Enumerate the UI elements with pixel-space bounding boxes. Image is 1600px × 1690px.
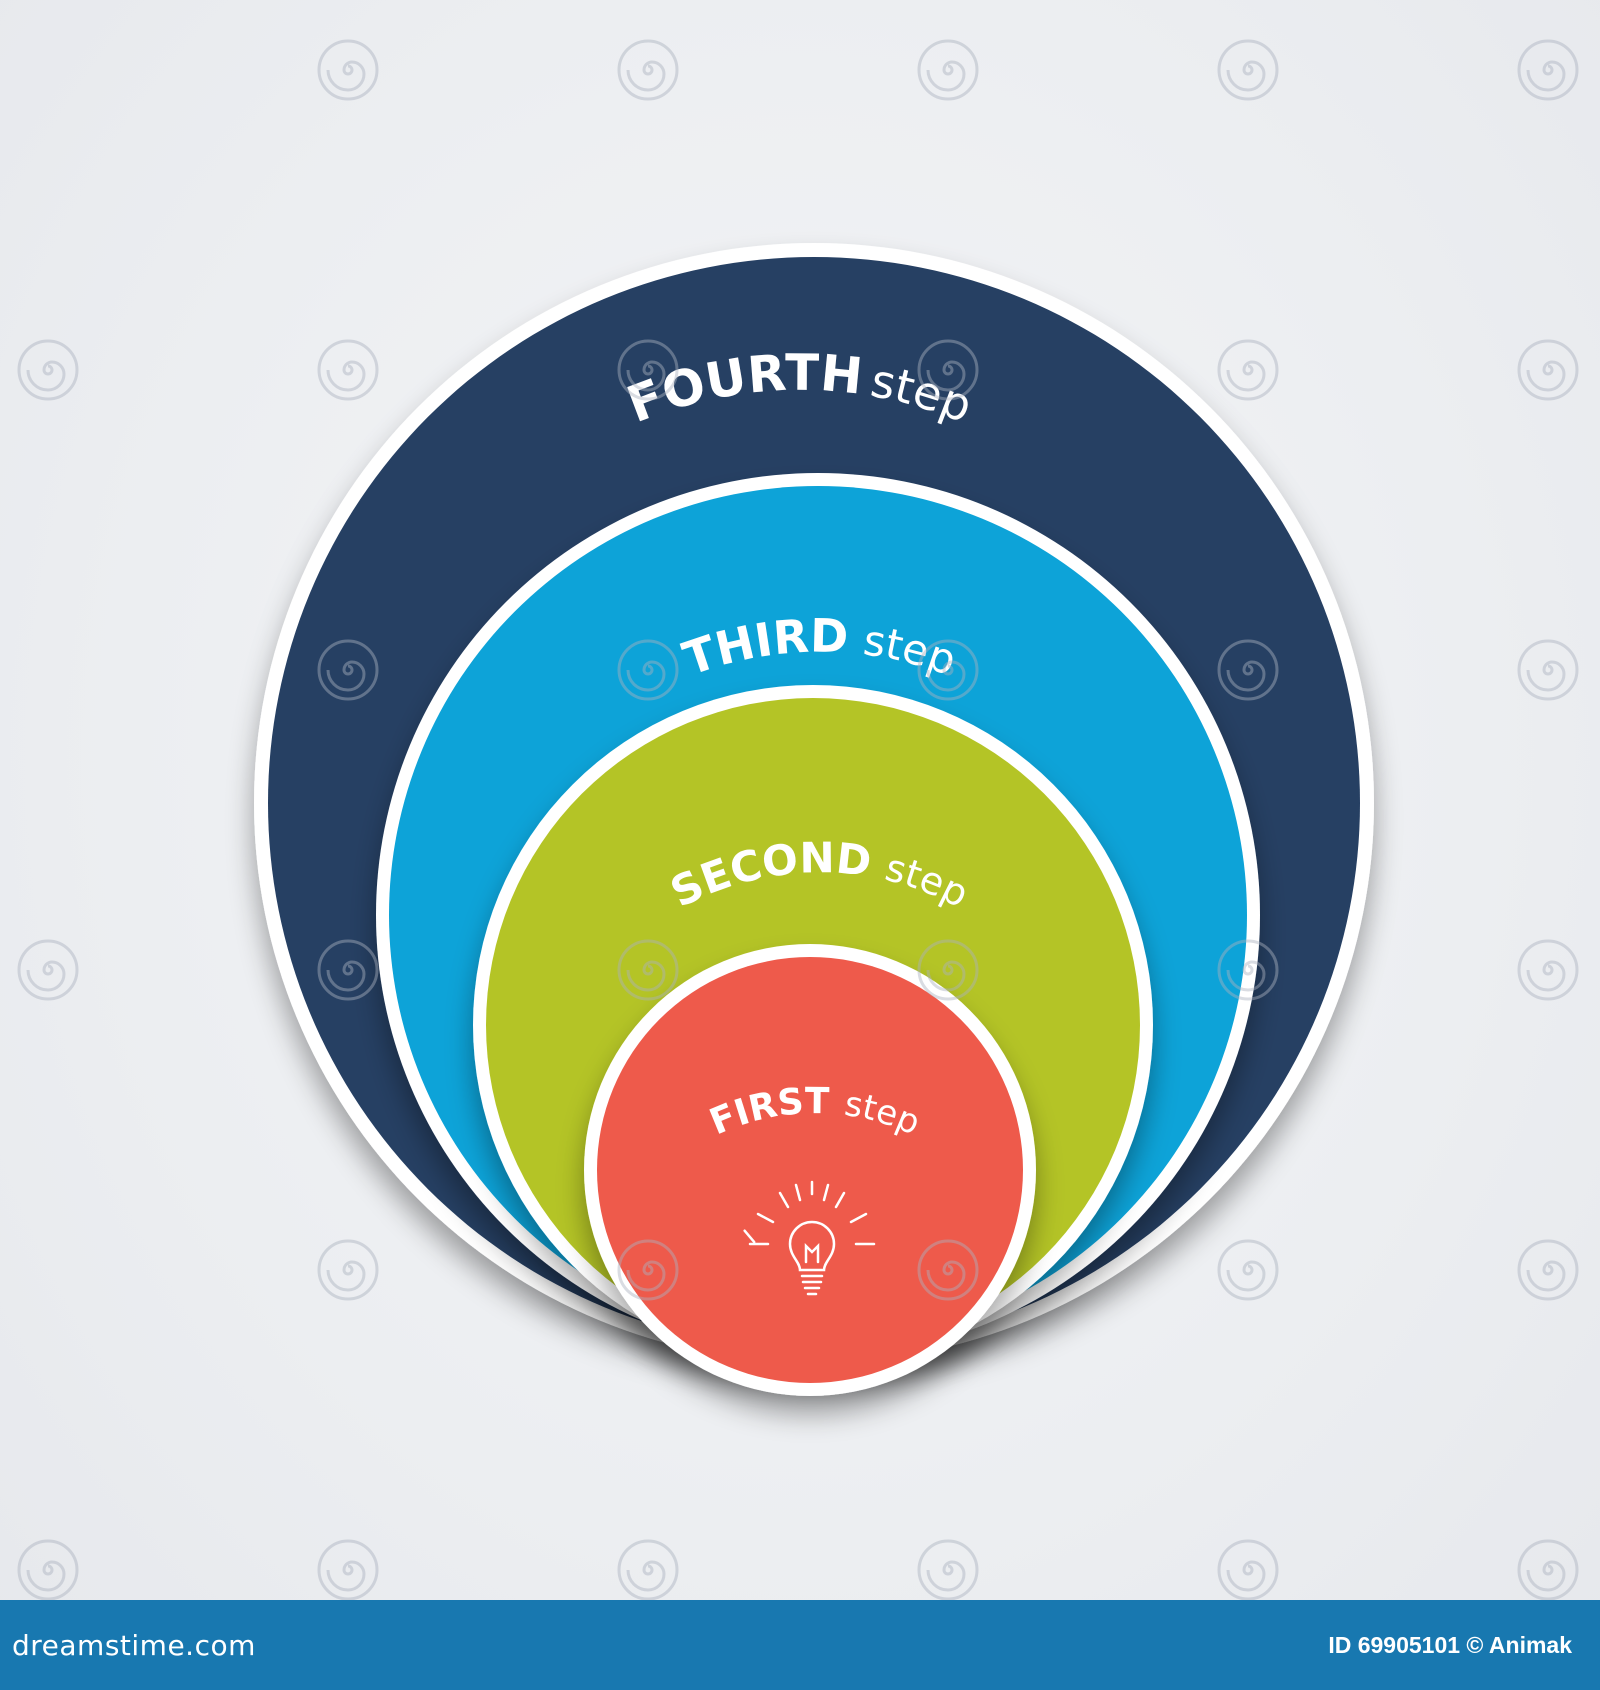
- spiral-logo-icon: [916, 1238, 980, 1302]
- spiral-logo-icon: [1216, 1238, 1280, 1302]
- spiral-logo-icon: [16, 338, 80, 402]
- spiral-logo-icon: [916, 1538, 980, 1602]
- spiral-logo-icon: [916, 38, 980, 102]
- spiral-logo-icon: [616, 338, 680, 402]
- spiral-logo-icon: [616, 638, 680, 702]
- spiral-logo-icon: [916, 338, 980, 402]
- spiral-logo-icon: [1216, 938, 1280, 1002]
- footer-brand-logo[interactable]: dreamstime.com: [12, 1628, 256, 1662]
- spiral-logo-icon: [316, 638, 380, 702]
- spiral-logo-icon: [316, 338, 380, 402]
- spiral-logo-icon: [916, 638, 980, 702]
- ring-fill-first: [597, 957, 1023, 1383]
- spiral-logo-icon: [616, 1238, 680, 1302]
- spiral-logo-icon: [1216, 338, 1280, 402]
- spiral-logo-icon: [1516, 1538, 1580, 1602]
- spiral-logo-icon: [1516, 638, 1580, 702]
- spiral-logo-icon: [616, 1538, 680, 1602]
- lightbulb-icon: [743, 1180, 876, 1296]
- spiral-logo-icon: [1216, 638, 1280, 702]
- footer-image-id: ID 69905101 © Animak: [1328, 1631, 1572, 1658]
- spiral-logo-icon: [316, 38, 380, 102]
- step-ring-first: [584, 944, 1036, 1396]
- spiral-logo-icon: [1516, 1238, 1580, 1302]
- spiral-logo-icon: [1216, 38, 1280, 102]
- spiral-logo-icon: [616, 938, 680, 1002]
- footer-bar: dreamstime.com ID 69905101 © Animak: [0, 1600, 1600, 1690]
- spiral-logo-icon: [316, 938, 380, 1002]
- spiral-logo-icon: [316, 1538, 380, 1602]
- spiral-logo-icon: [916, 938, 980, 1002]
- spiral-logo-icon: [1516, 338, 1580, 402]
- spiral-logo-icon: [316, 1238, 380, 1302]
- spiral-logo-icon: [16, 938, 80, 1002]
- spiral-logo-icon: [616, 38, 680, 102]
- spiral-logo-icon: [1216, 1538, 1280, 1602]
- spiral-logo-icon: [1516, 938, 1580, 1002]
- spiral-logo-icon: [16, 1538, 80, 1602]
- spiral-logo-icon: [1516, 38, 1580, 102]
